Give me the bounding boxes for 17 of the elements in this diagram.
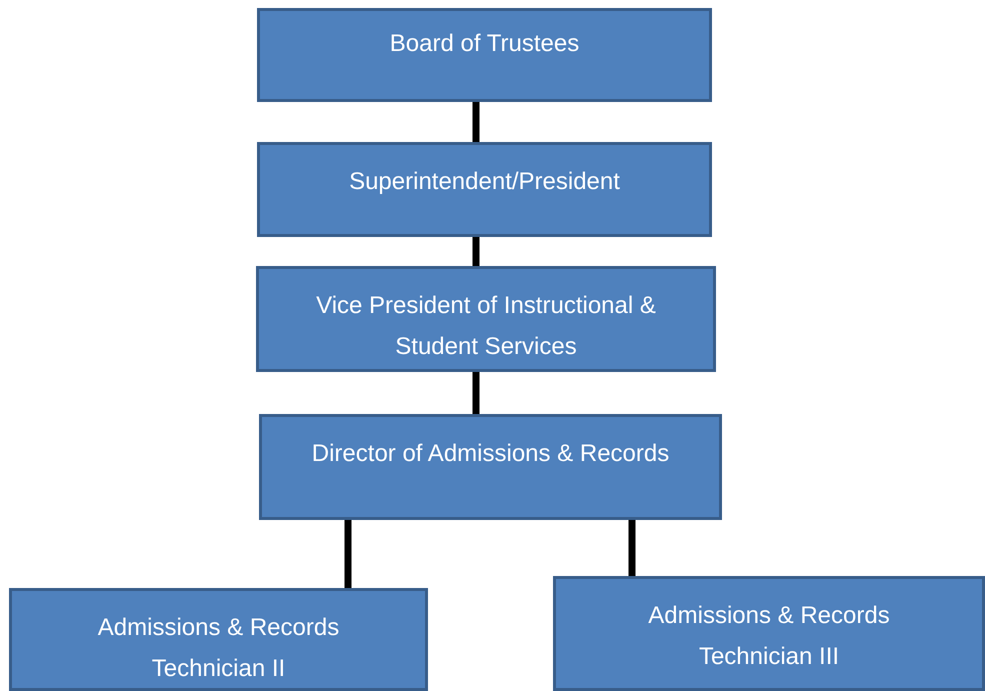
position-title: Board of Trustees	[390, 29, 580, 59]
connector-line	[472, 372, 480, 414]
position-title: Director of Admissions & Records	[312, 439, 670, 469]
connector-line	[628, 520, 636, 576]
org-box	[256, 266, 716, 372]
org-box	[553, 576, 985, 691]
org-box	[257, 142, 712, 237]
position-title: Admissions & Records Technician II	[96, 613, 340, 684]
position-title: Vice President of Instructional & Student Services	[315, 291, 657, 362]
position-title: Admissions & Records Technician III	[647, 601, 891, 672]
connector-line	[344, 520, 352, 588]
org-box	[259, 414, 722, 520]
connector-line	[472, 102, 480, 142]
org-box	[9, 588, 428, 691]
position-title: Superintendent/President	[349, 167, 620, 197]
connector-line	[472, 237, 480, 266]
org-box	[257, 8, 712, 102]
